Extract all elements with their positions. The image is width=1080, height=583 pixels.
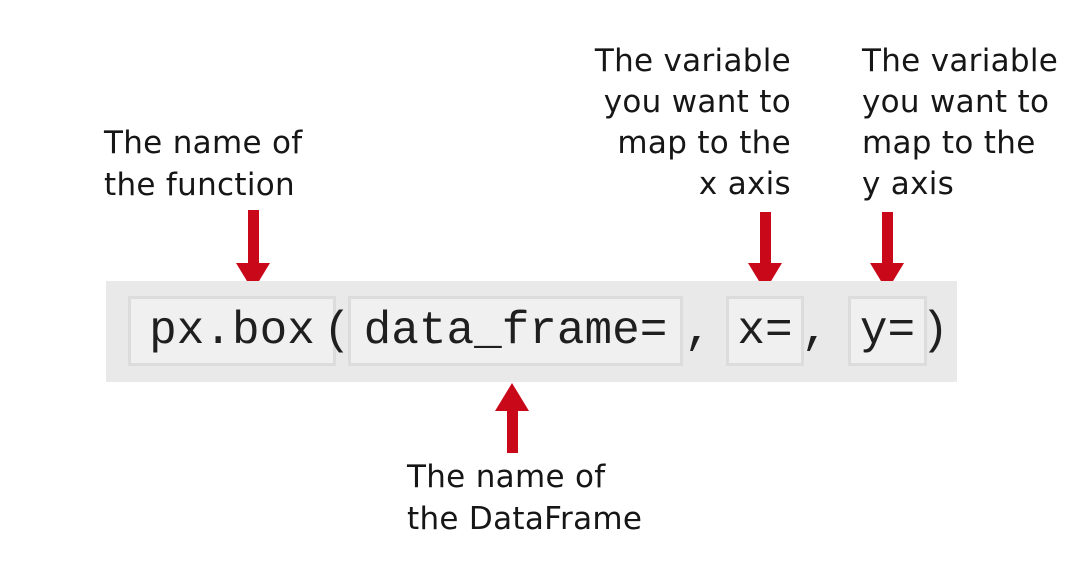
code-function-name: px.box bbox=[149, 305, 315, 357]
annotation-y-axis-variable: The variable you want to map to the y ax… bbox=[862, 43, 1059, 202]
code-box-x-param: x= bbox=[726, 296, 804, 366]
code-open-paren: ( bbox=[323, 305, 351, 357]
arrow-stem bbox=[247, 210, 259, 263]
code-dataframe-param: data_frame= bbox=[363, 305, 668, 357]
code-snippet-band: px.box ( data_frame= , x= , y= ) bbox=[106, 281, 957, 382]
arrow-stem bbox=[759, 212, 771, 263]
code-box-dataframe-param: data_frame= bbox=[348, 296, 683, 366]
code-x-param: x= bbox=[737, 305, 793, 357]
annotation-dataframe-name: The name of the DataFrame bbox=[407, 459, 643, 537]
up-arrow-icon-dataframe-param bbox=[495, 383, 529, 453]
down-arrow-icon-y-param bbox=[870, 212, 904, 291]
arrow-head bbox=[495, 383, 529, 411]
code-comma: , bbox=[684, 305, 712, 357]
code-box-y-param: y= bbox=[848, 296, 927, 366]
arrow-stem bbox=[506, 411, 518, 453]
down-arrow-icon-function bbox=[236, 210, 270, 291]
annotation-x-axis-variable: The variable you want to map to the x ax… bbox=[594, 43, 791, 202]
code-comma: , bbox=[801, 305, 829, 357]
arrow-stem bbox=[881, 212, 893, 263]
down-arrow-icon-x-param bbox=[748, 212, 782, 291]
code-box-function: px.box bbox=[128, 296, 336, 366]
annotation-function-name: The name of the function bbox=[104, 125, 303, 203]
code-close-paren: ) bbox=[921, 305, 949, 357]
code-y-param: y= bbox=[859, 305, 916, 357]
